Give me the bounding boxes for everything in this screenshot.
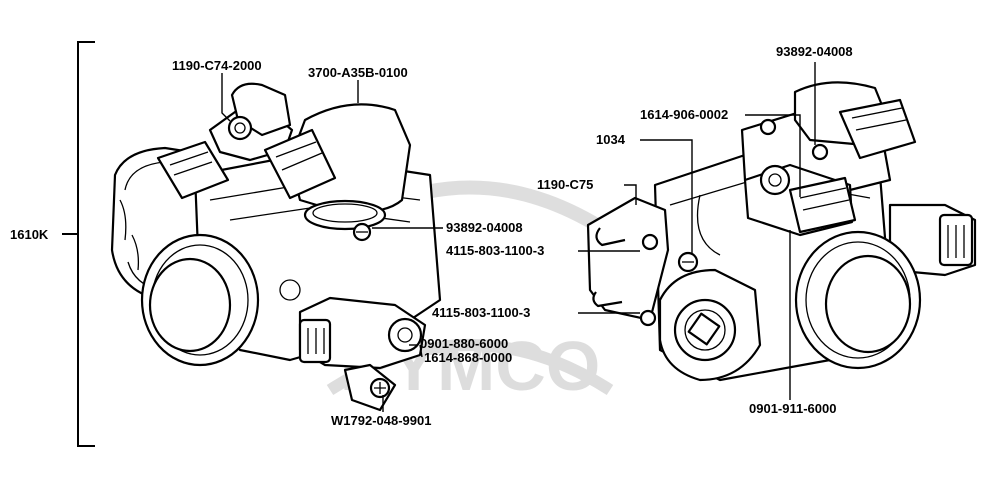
- label-3700-a35b-0100: 3700-A35B-0100: [308, 65, 408, 80]
- label-1614-906-0002: 1614-906-0002: [640, 107, 729, 122]
- assembly-bracket: [62, 41, 95, 447]
- label-w1792-048-9901: W1792-048-9901: [331, 413, 432, 428]
- label-93892-04008-right: 93892-04008: [776, 44, 853, 59]
- label-0901-911-6000: 0901-911-6000: [749, 401, 837, 416]
- label-0901-880-6000: 0901-880-6000: [420, 336, 509, 351]
- label-1614-868-0000: 1614-868-0000: [424, 350, 513, 365]
- label-1190-c74-2000: 1190-C74-2000: [172, 58, 262, 73]
- left-throttle-body-drawing: [110, 82, 442, 412]
- label-4115-803-1100-3-upper: 4115-803-1100-3: [446, 243, 545, 258]
- label-93892-04008-left: 93892-04008: [446, 220, 523, 235]
- label-1034: 1034: [596, 132, 625, 147]
- label-1190-c75: 1190-C75: [537, 177, 594, 192]
- leader-lines: [221, 62, 816, 412]
- label-4115-803-1100-3-lower: 4115-803-1100-3: [432, 305, 531, 320]
- right-throttle-body-drawing: [586, 81, 977, 382]
- label-1610k: 1610K: [10, 227, 49, 242]
